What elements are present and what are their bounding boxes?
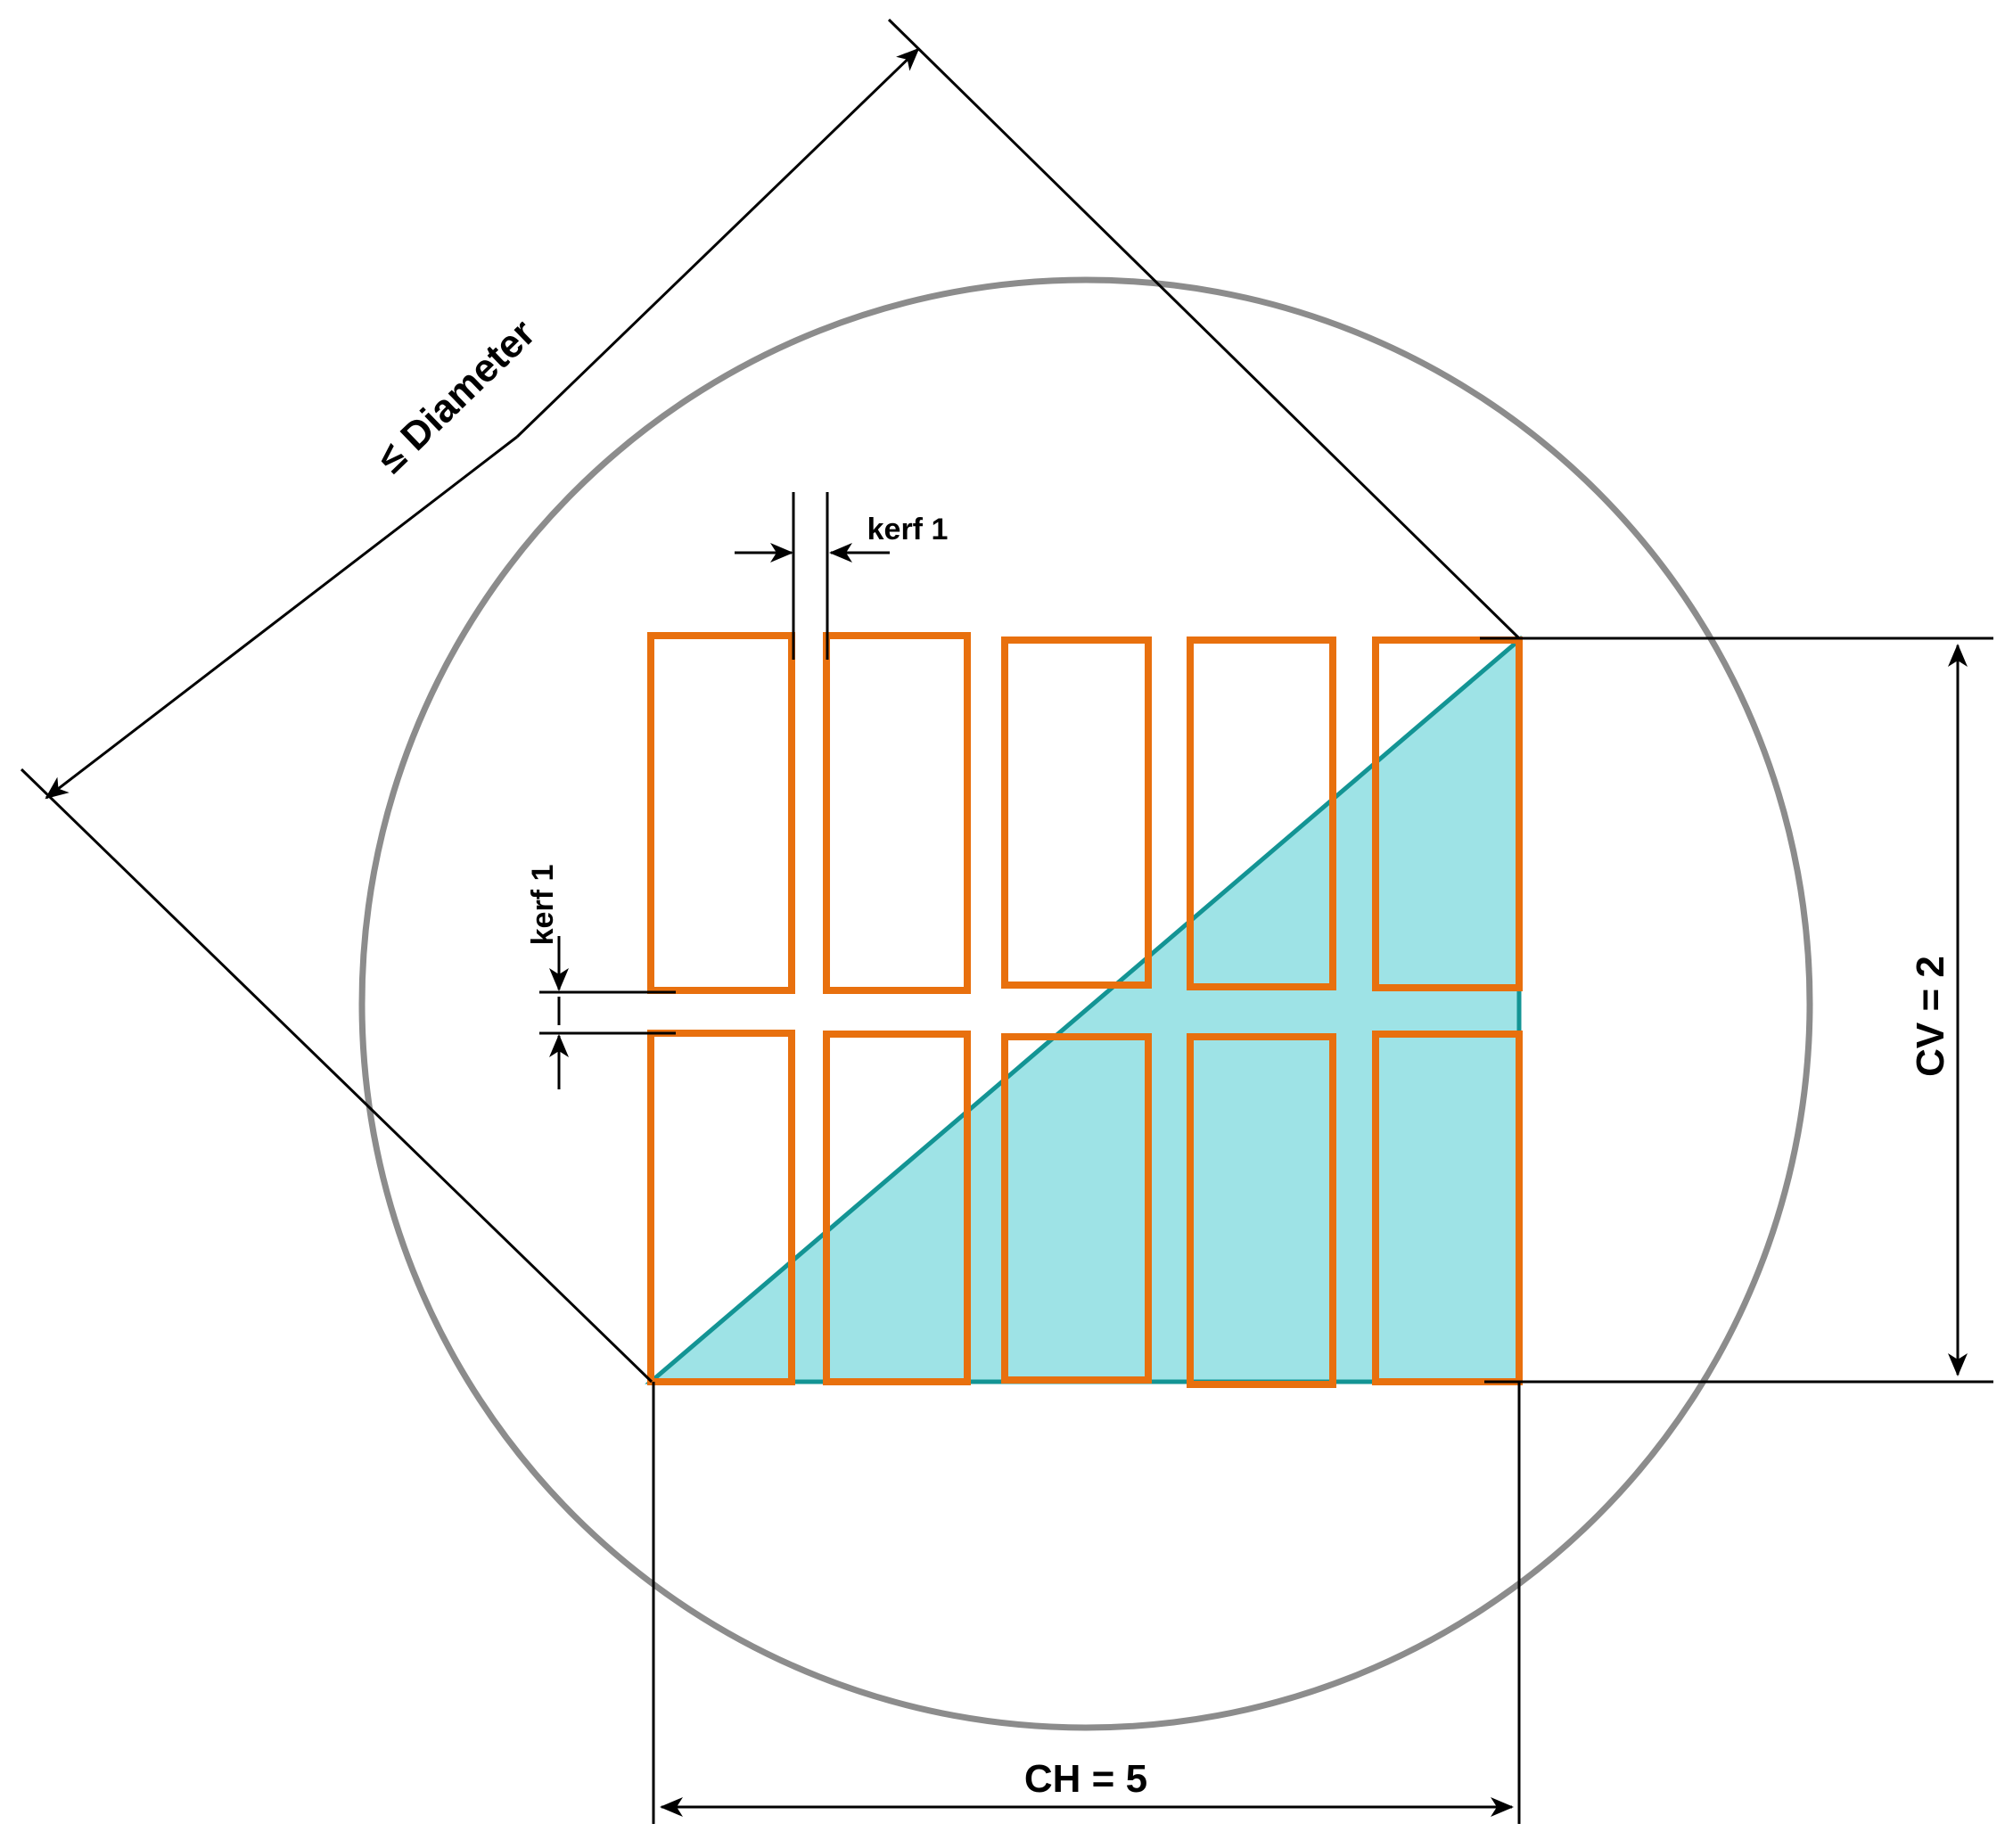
cell-r1c2 bbox=[823, 632, 971, 994]
diameter-arrow-line-2 bbox=[45, 435, 518, 800]
cv-dimension bbox=[1480, 637, 1993, 1384]
ch-label: CH = 5 bbox=[1024, 1757, 1147, 1801]
kerf-horizontal-dimension bbox=[735, 492, 890, 660]
cell-r1c3 bbox=[1001, 637, 1152, 989]
cell-r1c1 bbox=[647, 632, 795, 994]
wafer-circle bbox=[358, 276, 1813, 1731]
diameter-dimension bbox=[20, 18, 1521, 1384]
diameter-arrow-line bbox=[515, 47, 920, 439]
cell-r2c2 bbox=[823, 1031, 971, 1385]
diagonal-triangle bbox=[645, 635, 1522, 1384]
cell-r2c5 bbox=[1372, 1031, 1523, 1385]
diameter-extension-top bbox=[887, 18, 1521, 640]
ch-dimension bbox=[652, 1382, 1521, 1824]
diameter-extension-bottom bbox=[20, 768, 653, 1384]
cell-r1c4 bbox=[1187, 637, 1336, 990]
diameter-label: ≤ Diameter bbox=[369, 311, 544, 481]
cell-grid bbox=[647, 632, 1523, 1388]
cell-r2c3 bbox=[1001, 1033, 1152, 1384]
cv-label: CV = 2 bbox=[1909, 956, 1952, 1077]
kerf-vertical-label: kerf 1 bbox=[526, 865, 560, 946]
cell-r1c5 bbox=[1372, 637, 1523, 991]
kerf-vertical-dimension bbox=[539, 936, 676, 1089]
kerf-horizontal-label: kerf 1 bbox=[867, 513, 949, 546]
cell-r2c4 bbox=[1187, 1033, 1336, 1388]
cell-r2c1 bbox=[647, 1030, 795, 1385]
